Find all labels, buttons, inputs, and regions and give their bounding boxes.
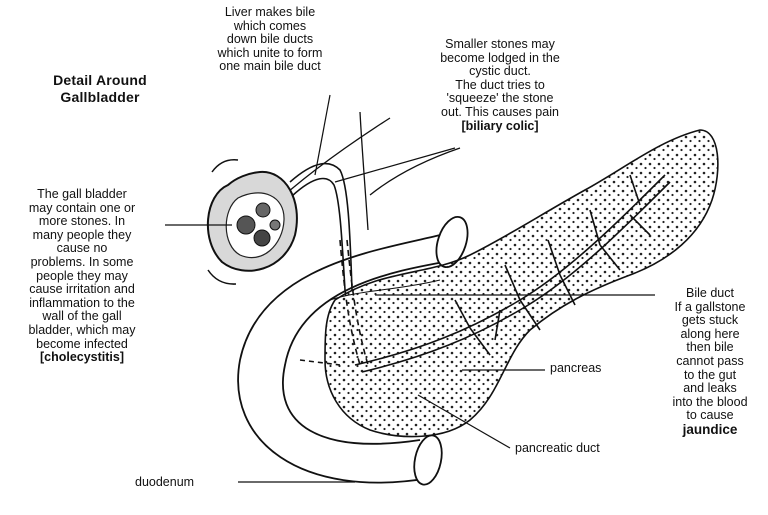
diagram-title: Detail Around Gallbladder bbox=[30, 72, 170, 106]
label-pancreas: pancreas bbox=[550, 362, 601, 376]
label-liver-bile: Liver makes bile which comes down bile d… bbox=[195, 6, 345, 74]
gallbladder bbox=[208, 160, 297, 284]
gallstone bbox=[270, 220, 280, 230]
pancreas bbox=[325, 130, 718, 437]
gallstone bbox=[254, 230, 270, 246]
label-duodenum: duodenum bbox=[135, 476, 194, 490]
gallstone bbox=[256, 203, 270, 217]
label-gallbladder: The gall bladder may contain one or more… bbox=[3, 188, 161, 365]
label-cystic-stones: Smaller stones may become lodged in the … bbox=[420, 38, 580, 133]
label-pancreatic-duct: pancreatic duct bbox=[515, 442, 600, 456]
gallstone bbox=[237, 216, 255, 234]
label-bile-duct: Bile duct If a gallstone gets stuck alon… bbox=[660, 287, 760, 437]
